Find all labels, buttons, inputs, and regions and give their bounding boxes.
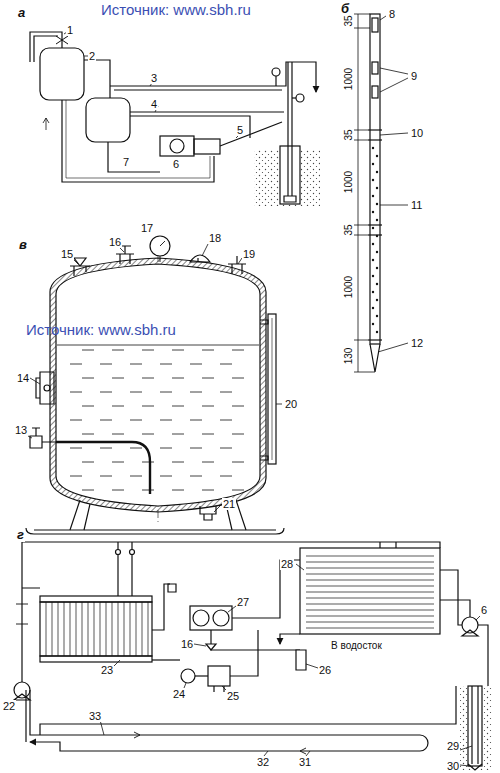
filter-pipe [354,14,408,372]
callout-number: 2 [88,50,96,62]
callout-number: 26 [318,664,332,676]
dimension-label: 1000 [343,67,354,91]
section-letter: г [16,528,25,542]
callout-number: 1 [66,24,74,36]
callout-number: 22 [2,700,16,712]
section-letter: а [17,6,26,20]
callout-number: 14 [16,372,30,384]
tank [26,236,284,534]
callout-number: 19 [242,248,256,260]
callout-number: 7 [122,156,130,168]
dimension-label: 130 [343,347,354,366]
callout-number: 32 [256,756,270,768]
callout-number: 6 [480,604,488,616]
callout-number: 24 [172,688,186,700]
section-letter: в [18,238,28,252]
callout-number: 33 [88,710,102,722]
callout-number: 6 [172,158,180,170]
callout-number: 27 [236,596,250,608]
callout-number: 20 [284,398,298,410]
callout-number: 8 [388,8,396,20]
callout-number: 15 [60,248,74,260]
scheme-a [30,30,320,206]
callout-number: 17 [140,222,154,234]
callout-number: 31 [298,756,312,768]
callout-number: 11 [410,199,423,211]
callout-number: 18 [208,232,222,244]
callout-number: 29 [446,740,460,752]
callout-number: 21 [222,498,236,510]
callout-number: 5 [236,124,244,136]
callout-number: 9 [410,70,418,82]
callout-number: 25 [226,690,240,702]
callout-number: 28 [280,558,294,570]
callout-number: 12 [410,337,424,349]
watermark: Источник: www.sbh.ru [100,2,252,19]
callout-number: 13 [14,424,28,436]
watermark: Источник: www.sbh.ru [25,322,177,339]
dimension-label: 35 [343,14,354,27]
callout-number: 23 [100,664,114,676]
dimension-label: 1000 [343,170,354,194]
dimension-label: 1000 [343,275,354,299]
note-text: В водосток [330,640,383,651]
callout-number: 30 [446,760,460,772]
dimension-label: 35 [343,223,354,236]
callout-number: 16 [108,236,122,248]
callout-number: 16 [180,638,194,650]
callout-number: 4 [150,98,158,110]
scheme-g [14,542,492,770]
callout-number: 3 [150,72,158,84]
dimension-label: 35 [343,128,354,141]
callout-number: 10 [410,127,424,139]
